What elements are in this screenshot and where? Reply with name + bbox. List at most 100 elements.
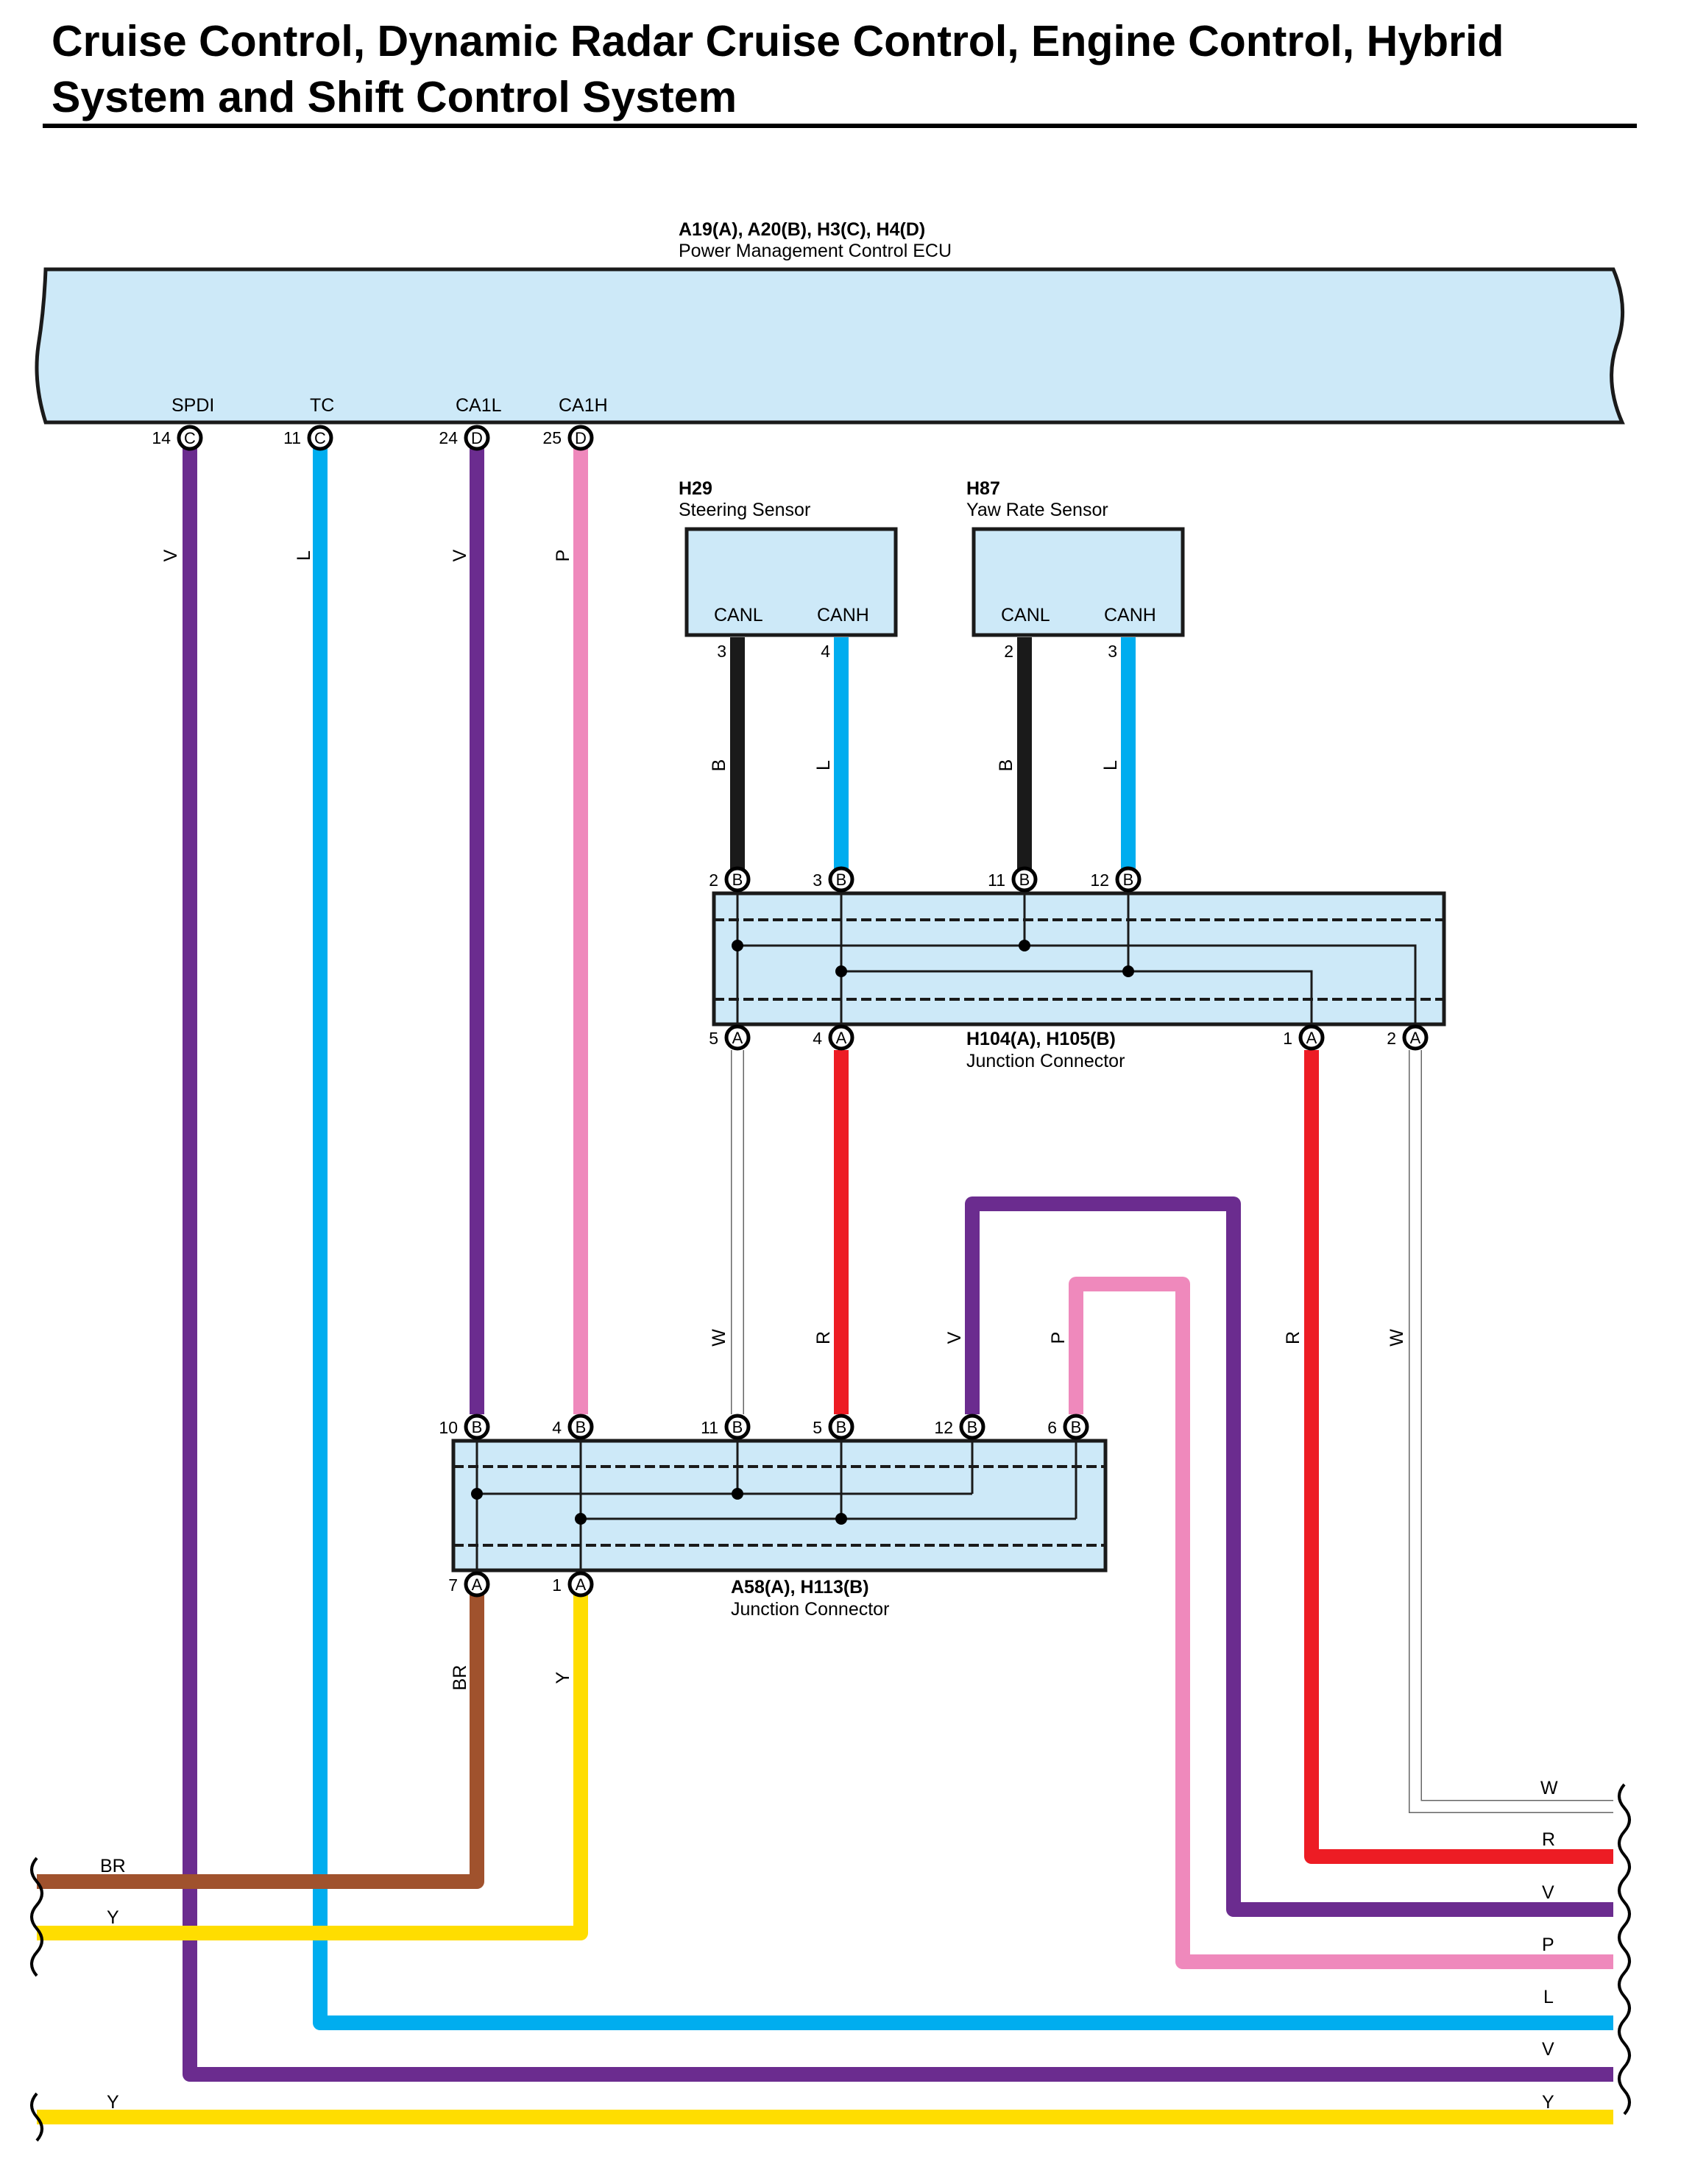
left-exit-br: BR bbox=[100, 1856, 126, 1876]
ju-bottom-conn-2: A bbox=[836, 1029, 847, 1047]
ecu-terminal-tc: TC bbox=[310, 395, 334, 416]
right-exit-l: L bbox=[1543, 1987, 1554, 2007]
ecu-conn-d1: D bbox=[471, 429, 483, 447]
ju-top-conn-1: B bbox=[732, 871, 743, 889]
yaw-pin-2: 2 bbox=[1004, 642, 1013, 661]
right-exit-v1: V bbox=[1542, 1882, 1554, 1903]
yaw-rate-sensor: H87 Yaw Rate Sensor CANL CANH 2 3 B L bbox=[966, 478, 1185, 772]
yaw-sensor-code: H87 bbox=[966, 478, 1000, 499]
jl-name: Junction Connector bbox=[731, 1599, 889, 1620]
wire-code-ca1h: P bbox=[553, 550, 573, 562]
jl-top-pin-11: 11 bbox=[701, 1418, 718, 1437]
jl-bottom-pin-1: 1 bbox=[552, 1575, 562, 1595]
left-break-mark-1 bbox=[30, 1857, 43, 1977]
wire-v-right bbox=[965, 1196, 1613, 1917]
ecu-terminal-ca1l: CA1L bbox=[456, 395, 502, 416]
steering-pin-4: 4 bbox=[821, 642, 830, 661]
jl-top-pin-4: 4 bbox=[552, 1418, 562, 1437]
jl-bottom-conn-1: A bbox=[472, 1575, 483, 1594]
wire-spdi-v bbox=[183, 444, 1613, 2082]
junction-connector-upper: 2 B 3 B 11 B 12 B 5 A 4 A 1 A 2 A H104(A… bbox=[709, 866, 1446, 1071]
ju-top-conn-2: B bbox=[836, 871, 847, 889]
ju-name: Junction Connector bbox=[966, 1051, 1125, 1071]
ju-bottom-pin-5: 5 bbox=[709, 1029, 718, 1048]
wires bbox=[37, 444, 1613, 2124]
ecu-conn-c2: C bbox=[314, 429, 326, 447]
ecu-codes: A19(A), A20(B), H3(C), H4(D) bbox=[679, 219, 925, 240]
yaw-canh-label: CANH bbox=[1104, 605, 1156, 625]
yaw-sensor-name: Yaw Rate Sensor bbox=[966, 500, 1108, 520]
right-exit-y: Y bbox=[1542, 2092, 1554, 2113]
wire-code-right-r: R bbox=[1283, 1331, 1303, 1344]
ecu-name: Power Management Control ECU bbox=[679, 241, 952, 261]
wire-y-left bbox=[37, 1582, 588, 1940]
page-title: Cruise Control, Dynamic Radar Cruise Con… bbox=[52, 17, 1504, 121]
ju-top-conn-4: B bbox=[1123, 871, 1134, 889]
steering-canh-label: CANH bbox=[817, 605, 869, 625]
jl-top-pin-6: 6 bbox=[1047, 1418, 1057, 1437]
ju-bottom-conn-3: A bbox=[1306, 1029, 1317, 1047]
jl-top-conn-2: B bbox=[576, 1418, 587, 1436]
wire-br-left bbox=[37, 1582, 484, 1889]
jl-top-conn-1: B bbox=[472, 1418, 483, 1436]
jl-top-conn-3: B bbox=[732, 1418, 743, 1436]
ecu-conn-c1: C bbox=[184, 429, 196, 447]
jl-top-pin-5: 5 bbox=[813, 1418, 822, 1437]
wire-code-ca1l: V bbox=[450, 549, 470, 561]
wire-code-mid-v: V bbox=[944, 1331, 965, 1344]
jl-top-conn-6: B bbox=[1071, 1418, 1082, 1436]
ju-top-pin-12: 12 bbox=[1090, 871, 1109, 890]
ecu-pin-11: 11 bbox=[283, 428, 301, 447]
ecu-conn-d2: D bbox=[575, 429, 587, 447]
wire-code-right-w: W bbox=[1387, 1329, 1407, 1347]
ju-top-pin-2: 2 bbox=[709, 871, 718, 890]
junction-connector-lower: 10 B 4 B 11 B 5 B 12 B 6 B 7 A 1 A A58(A… bbox=[439, 1414, 1108, 1620]
ju-top-pin-11: 11 bbox=[988, 871, 1005, 890]
jl-top-pin-12: 12 bbox=[934, 1418, 953, 1437]
jl-codes: A58(A), H113(B) bbox=[731, 1577, 869, 1598]
ecu-pin-24: 24 bbox=[439, 428, 458, 447]
wire-p-right bbox=[1069, 1277, 1613, 1969]
left-exit-y1: Y bbox=[107, 1907, 119, 1928]
jl-top-conn-5: B bbox=[967, 1418, 978, 1436]
right-exit-r: R bbox=[1542, 1829, 1555, 1850]
jl-top-pin-10: 10 bbox=[439, 1418, 458, 1437]
wire-code-lower-y: Y bbox=[553, 1671, 573, 1684]
left-break-mark-2 bbox=[30, 2092, 43, 2142]
ecu-pin-14: 14 bbox=[152, 428, 171, 447]
wire-code-tc: L bbox=[294, 550, 314, 561]
ju-top-conn-3: B bbox=[1019, 871, 1030, 889]
title-rule bbox=[43, 124, 1637, 128]
wire-code-yaw-b: B bbox=[996, 759, 1016, 772]
ecu-terminal-spdi: SPDI bbox=[171, 395, 214, 416]
ju-bottom-pin-2: 2 bbox=[1387, 1029, 1396, 1048]
ecu-pin-25: 25 bbox=[542, 428, 562, 447]
right-break-mark bbox=[1618, 1783, 1631, 2116]
ecu-terminal-ca1h: CA1H bbox=[559, 395, 608, 416]
steering-canl-label: CANL bbox=[714, 605, 763, 625]
left-exits: BR Y Y bbox=[30, 1856, 126, 2142]
wire-code-steer-b: B bbox=[709, 759, 729, 772]
wire-code-steer-l: L bbox=[813, 760, 834, 770]
wire-code-mid-r: R bbox=[813, 1331, 834, 1344]
jl-top-conn-4: B bbox=[836, 1418, 847, 1436]
wire-code-mid-w: W bbox=[709, 1329, 729, 1347]
wire-code-yaw-l: L bbox=[1100, 760, 1121, 770]
wire-r-right bbox=[1304, 1050, 1613, 1864]
yaw-pin-3: 3 bbox=[1108, 642, 1117, 661]
ju-bottom-conn-4: A bbox=[1410, 1029, 1421, 1047]
wire-code-lower-br: BR bbox=[450, 1665, 470, 1691]
ju-top-pin-3: 3 bbox=[813, 871, 822, 890]
jl-bottom-conn-2: A bbox=[576, 1575, 587, 1594]
left-exit-y2: Y bbox=[107, 2092, 119, 2113]
right-exit-p: P bbox=[1542, 1935, 1554, 1955]
ju-bottom-pin-1: 1 bbox=[1283, 1029, 1292, 1048]
steering-sensor: H29 Steering Sensor CANL CANH 3 4 B L bbox=[679, 478, 898, 772]
ju-bottom-conn-1: A bbox=[732, 1029, 743, 1047]
steering-sensor-name: Steering Sensor bbox=[679, 500, 810, 520]
wire-code-mid-p: P bbox=[1048, 1332, 1069, 1344]
right-exits: W R V P L V Y bbox=[1540, 1778, 1631, 2116]
right-exit-v2: V bbox=[1542, 2039, 1554, 2060]
steering-sensor-code: H29 bbox=[679, 478, 712, 499]
